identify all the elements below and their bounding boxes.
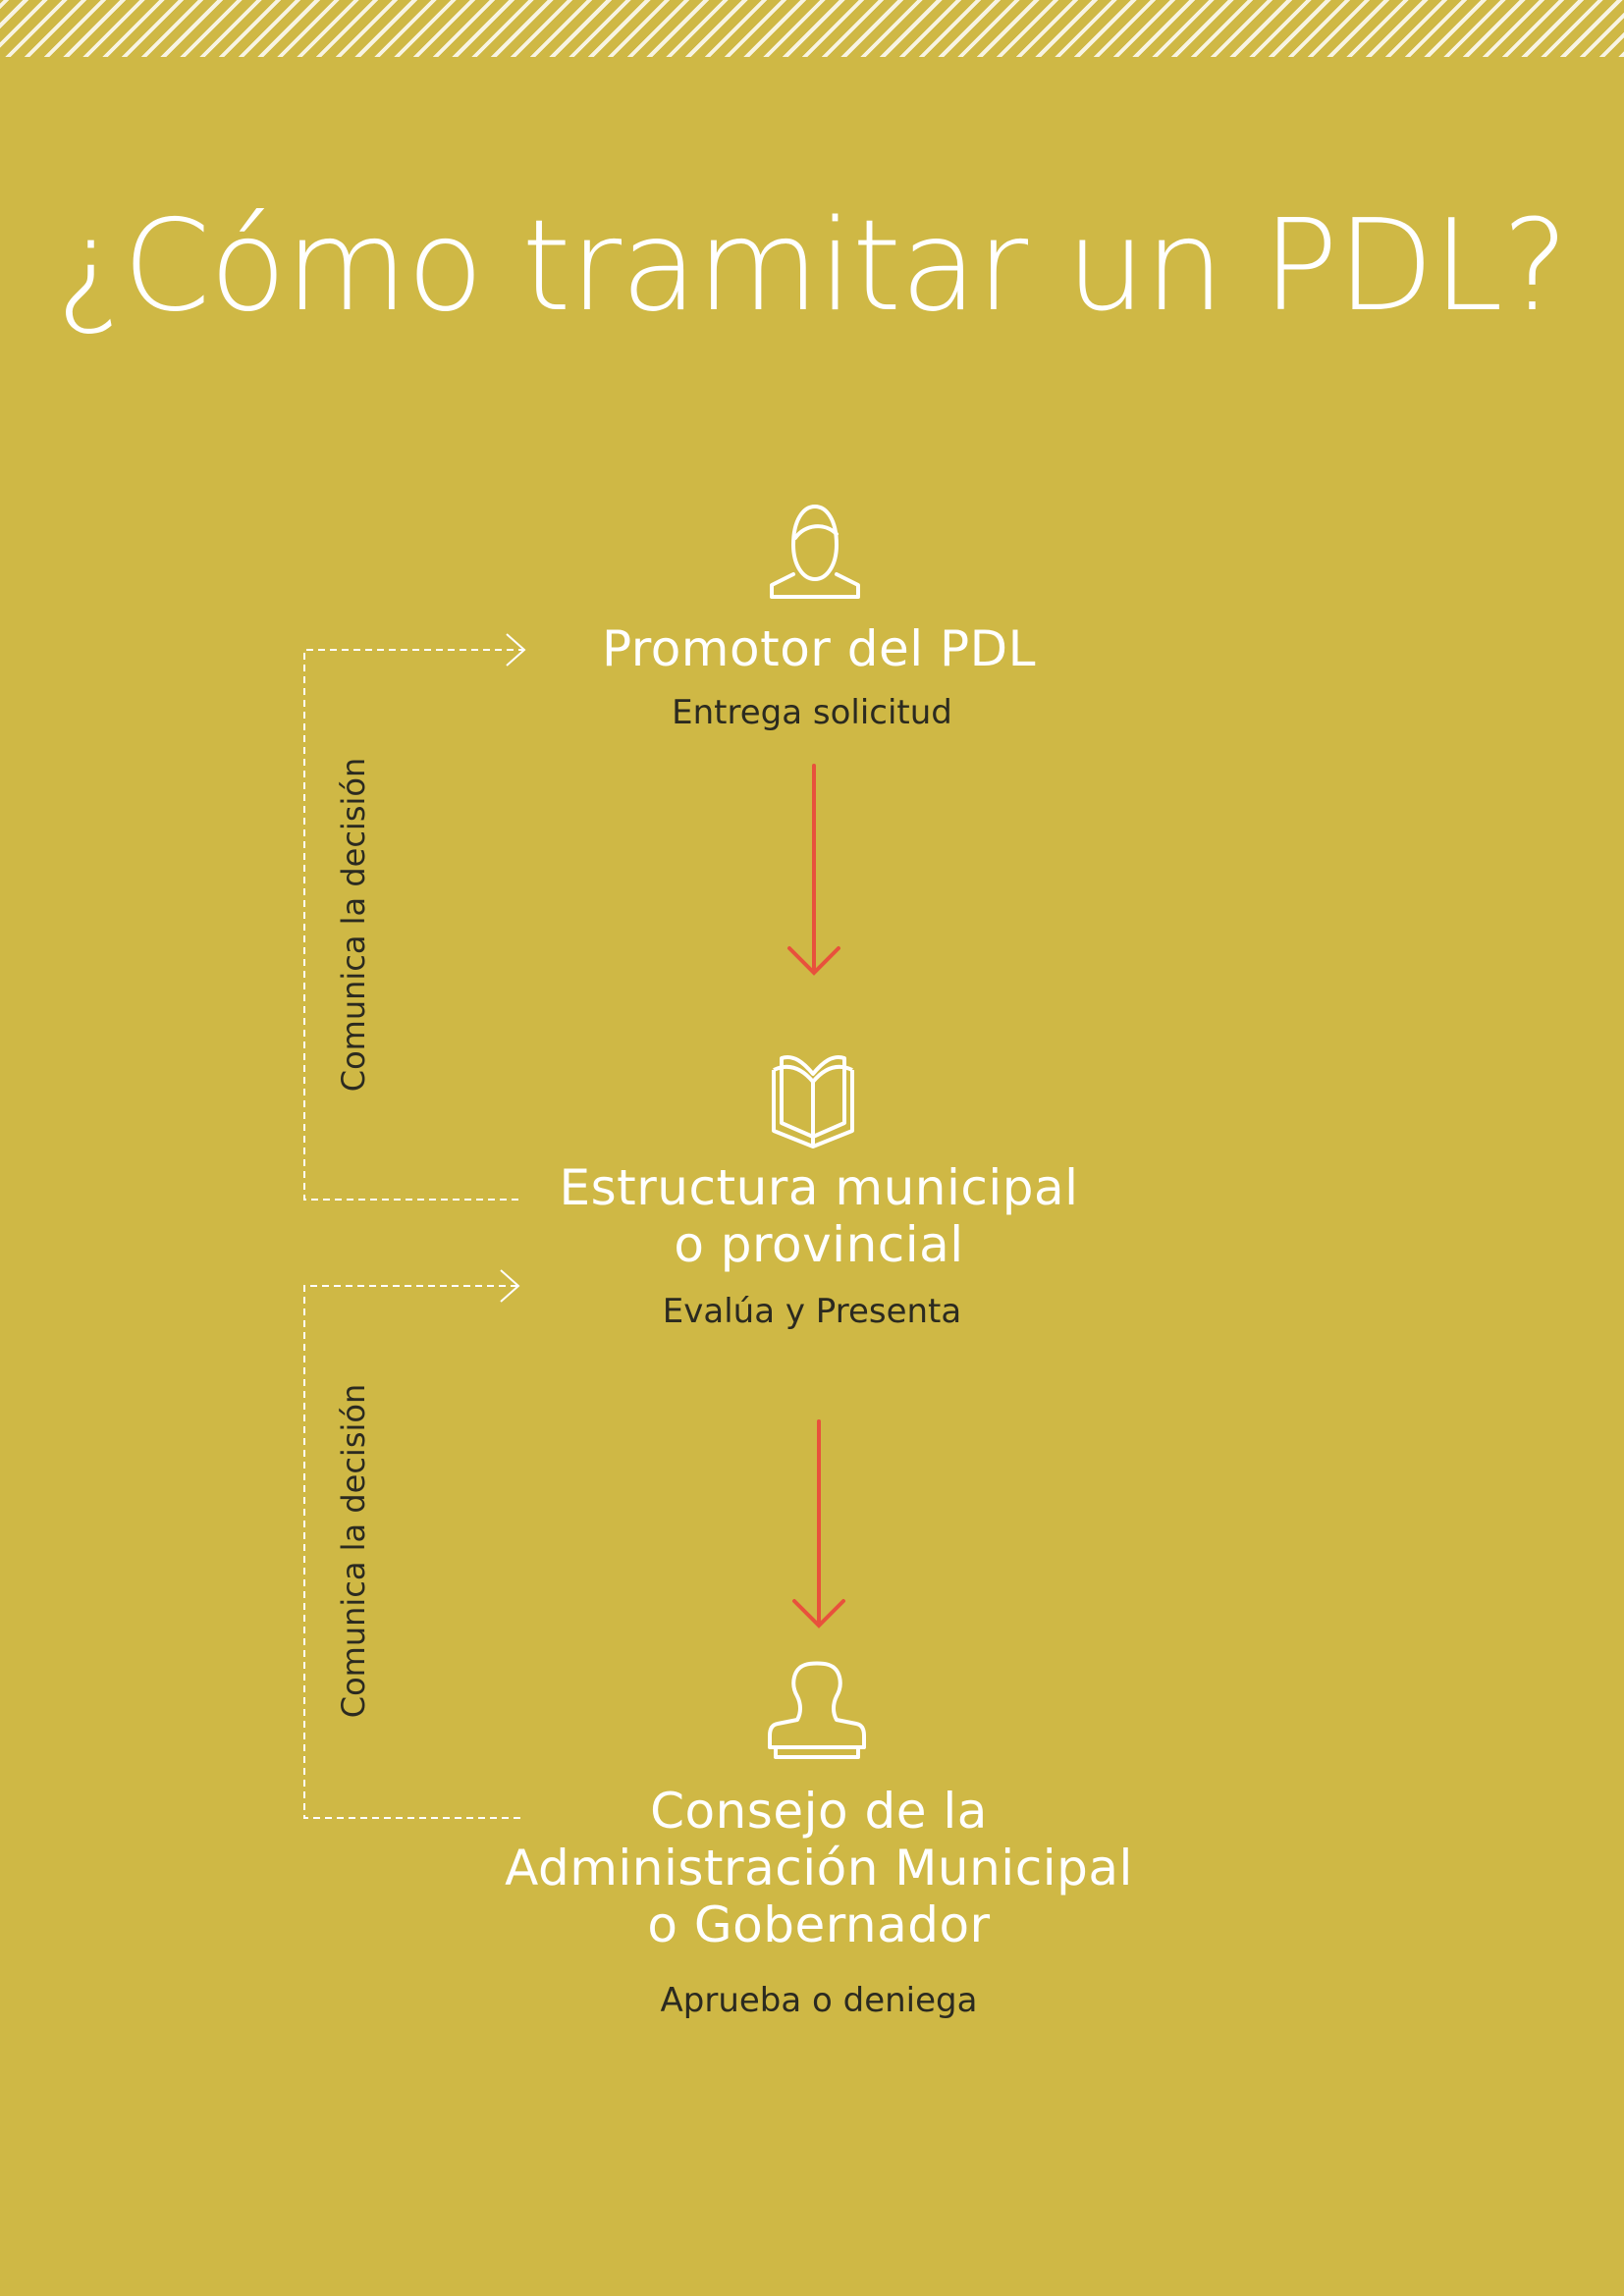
feedback-connector-2	[303, 1269, 520, 1819]
step-title-promotor: Promotor del PDL	[601, 620, 1037, 677]
step-title-estructura: Estructura municipal o provincial	[559, 1159, 1079, 1273]
page-title: ¿Cómo tramitar un PDL?	[56, 193, 1568, 340]
person-icon	[770, 505, 860, 599]
step-description-estructura: Evalúa y Presenta	[662, 1292, 962, 1331]
open-book-icon	[772, 1055, 854, 1148]
flow-arrow-1	[787, 764, 840, 976]
decorative-stripe-band	[0, 0, 1624, 57]
stamp-icon	[768, 1661, 866, 1759]
feedback-connector-1	[303, 633, 526, 1201]
feedback-label-1: Comunica la decisión	[335, 757, 372, 1093]
step-description-consejo: Aprueba o deniega	[660, 1981, 978, 2020]
step-title-consejo: Consejo de la Administración Municipal o…	[505, 1783, 1133, 1953]
flow-arrow-2	[792, 1419, 845, 1629]
feedback-label-2: Comunica la decisión	[335, 1383, 372, 1719]
step-description-promotor: Entrega solicitud	[672, 693, 952, 732]
